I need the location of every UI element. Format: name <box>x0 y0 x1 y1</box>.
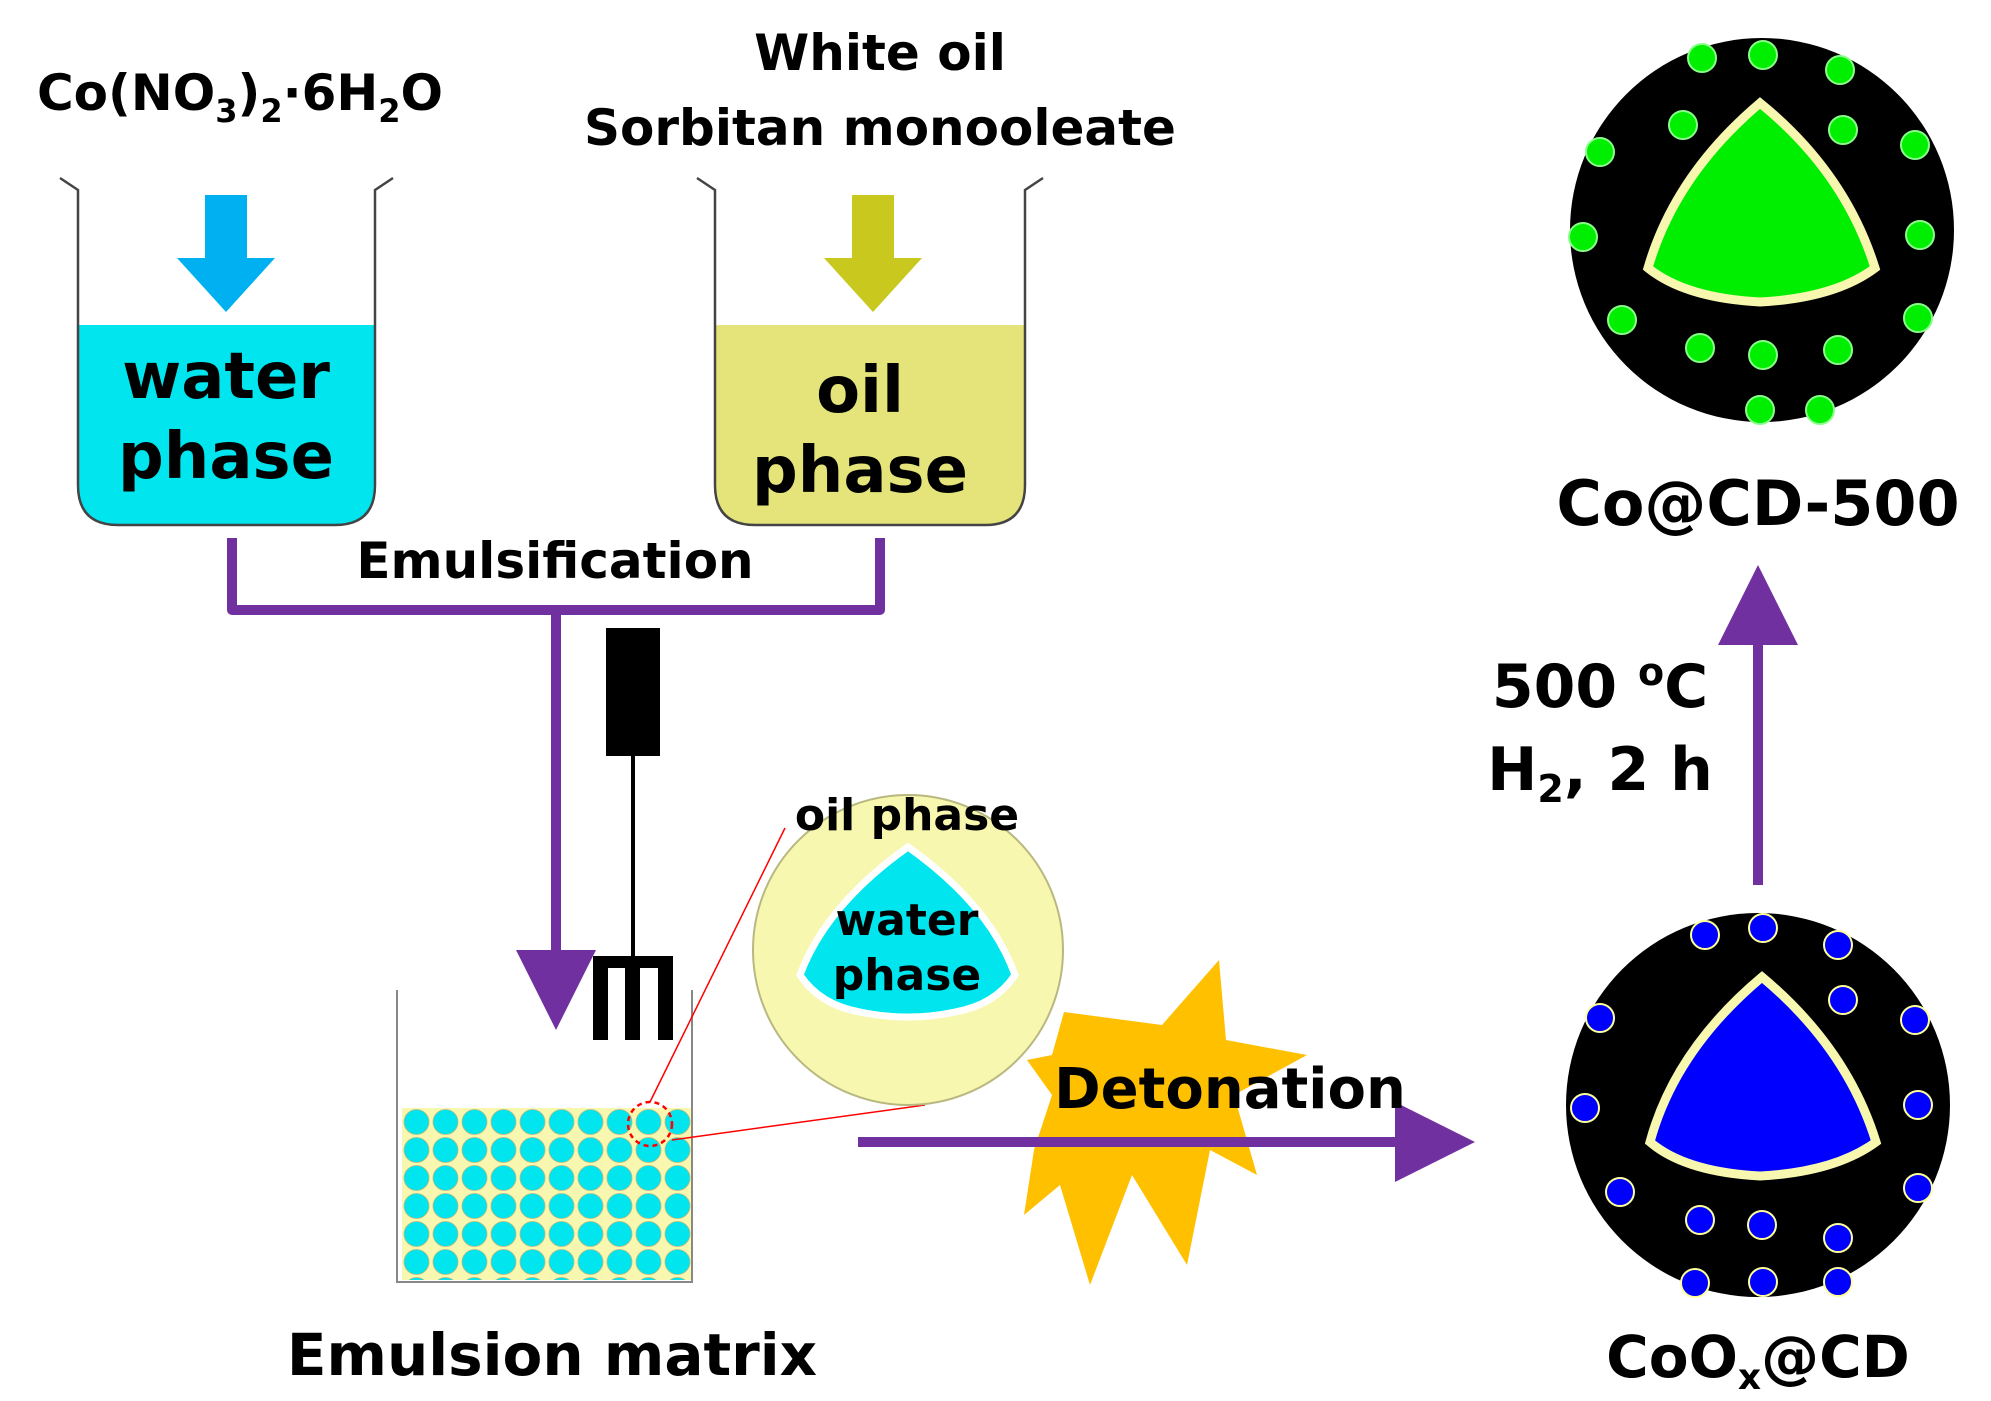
water-reagent-part: O <box>401 64 444 122</box>
nanoparticle-dot <box>1748 1267 1778 1297</box>
temperature-sup: o <box>1638 650 1664 694</box>
nanoparticle-dot <box>1748 913 1778 943</box>
oil-reagent-line2: Sorbitan monooleate <box>584 99 1176 157</box>
detonation-label: Detonation <box>1054 1057 1406 1122</box>
nanoparticle-dot <box>1823 1267 1853 1297</box>
nanoparticle-dot <box>1900 130 1930 160</box>
zoom-line-top <box>649 827 786 1103</box>
emulsion-matrix-label: Emulsion matrix <box>287 1321 817 1389</box>
nanoparticle-dot <box>1903 303 1933 333</box>
water-reagent-sub: 2 <box>378 92 400 130</box>
nanoparticle-dot <box>1823 335 1853 365</box>
atmosphere-part: , 2 h <box>1564 735 1713 805</box>
water-reagent-sub: 3 <box>215 92 237 130</box>
nanoparticle-dot <box>1607 305 1637 335</box>
co-label: Co@CD-500 <box>1556 467 1959 540</box>
oil-beaker-label-2: phase <box>752 434 968 508</box>
water-reagent-part: ·6H <box>283 64 379 122</box>
nanoparticle-dot <box>1825 55 1855 85</box>
nanoparticle-dot <box>1585 137 1615 167</box>
oil-reagent-line1: White oil <box>754 24 1006 82</box>
matrix-beaker-outline <box>396 990 693 1283</box>
nanoparticle-dot <box>1828 115 1858 145</box>
coox-label: CoOx@CD <box>1606 1323 1910 1398</box>
nanoparticle-dot <box>1605 1177 1635 1207</box>
nanoparticle-dot <box>1687 43 1717 73</box>
temperature-label: 500 oC <box>1492 650 1708 722</box>
temperature-part: 500 <box>1492 652 1638 722</box>
water-liquid <box>78 325 375 525</box>
coox-label-part: @CD <box>1761 1323 1910 1391</box>
water-reagent-sub: 2 <box>260 92 282 130</box>
explosion-starburst-icon <box>1024 960 1307 1285</box>
coox-nanoparticles <box>1570 913 1933 1298</box>
droplet-inner-label-1: water <box>836 895 979 946</box>
nanoparticle-dot <box>1823 1223 1853 1253</box>
nanoparticle-dot <box>1570 1093 1600 1123</box>
atmosphere-sub: 2 <box>1537 767 1563 811</box>
water-beaker-label-1: water <box>122 340 330 414</box>
nanoparticle-dot <box>1685 333 1715 363</box>
emulsion-matrix-container <box>396 990 693 1283</box>
oil-beaker-label-1: oil <box>816 354 904 428</box>
water-beaker-label-2: phase <box>118 420 334 494</box>
zoom-line-bottom <box>671 1104 926 1141</box>
droplet-inner-label-2: phase <box>833 950 982 1001</box>
water-beaker-outline <box>59 176 394 527</box>
nanoparticle-dot <box>1828 985 1858 1015</box>
nanoparticle-dot <box>1903 1090 1933 1120</box>
co-nanoparticles <box>1568 40 1935 425</box>
nanoparticle-dot <box>1668 110 1698 140</box>
coox-label-sub: x <box>1738 1357 1761 1398</box>
temperature-part: C <box>1664 652 1708 722</box>
oil-liquid <box>715 325 1025 525</box>
water-reagent-part: Co(NO <box>37 64 215 122</box>
emulsification-label: Emulsification <box>356 532 753 590</box>
coox-label-part: CoO <box>1606 1323 1738 1391</box>
co-particle <box>1568 38 1954 425</box>
emulsion-droplets <box>402 1108 692 1280</box>
nanoparticle-dot <box>1905 220 1935 250</box>
mixer-stirrer-icon <box>593 628 673 1040</box>
atmosphere-part: H <box>1487 735 1537 805</box>
nanoparticle-dot <box>1680 1268 1710 1298</box>
co-core <box>1642 97 1881 307</box>
nanoparticle-dot <box>1745 395 1775 425</box>
nanoparticle-dot <box>1748 40 1778 70</box>
droplet-magnified: oil phase water phase <box>752 790 1064 1106</box>
droplet-outer-label: oil phase <box>795 790 1019 841</box>
nanoparticle-dot <box>1568 222 1598 252</box>
oil-beaker: oil phase <box>696 176 1044 527</box>
water-beaker: water phase <box>59 176 394 527</box>
nanoparticle-dot <box>1823 930 1853 960</box>
nanoparticle-dot <box>1685 1205 1715 1235</box>
atmosphere-label: H2, 2 h <box>1487 735 1713 811</box>
nanoparticle-dot <box>1585 1003 1615 1033</box>
water-reagent-part: ) <box>237 64 260 122</box>
nanoparticle-dot <box>1748 340 1778 370</box>
nanoparticle-dot <box>1903 1173 1933 1203</box>
water-reagent-label: Co(NO3)2·6H2O <box>37 64 443 130</box>
nanoparticle-dot <box>1805 395 1835 425</box>
nanoparticle-dot <box>1747 1210 1777 1240</box>
droplet-water-core <box>796 842 1019 1021</box>
oil-beaker-outline <box>696 176 1044 527</box>
nanoparticle-dot <box>1690 920 1720 950</box>
coox-core <box>1644 971 1882 1181</box>
coox-particle <box>1566 913 1950 1298</box>
nanoparticle-dot <box>1900 1005 1930 1035</box>
water-down-arrow-icon <box>177 195 275 312</box>
oil-down-arrow-icon <box>824 195 922 312</box>
